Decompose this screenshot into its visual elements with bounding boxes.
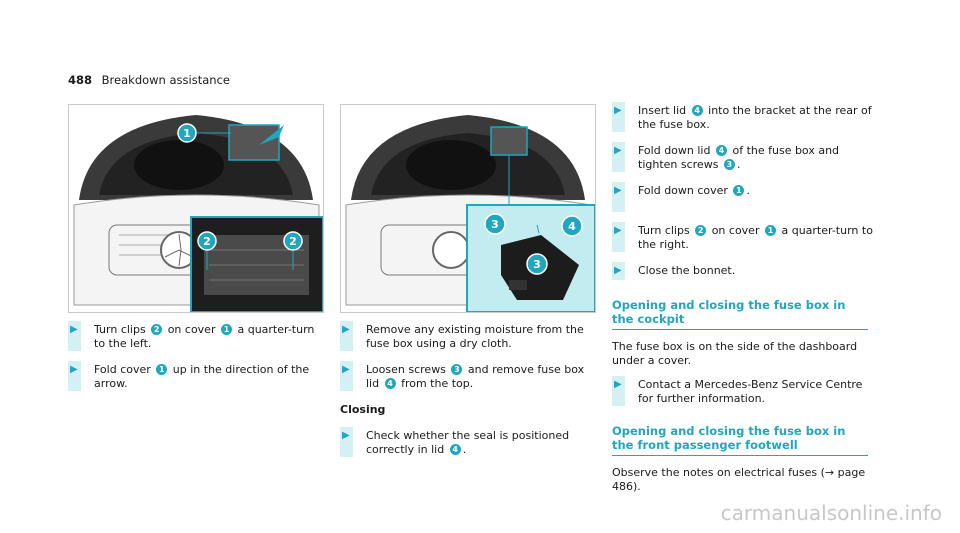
arrow-right-icon: ▶	[70, 324, 78, 335]
step-text: into the bracket at the rear of the fuse…	[638, 104, 872, 131]
step-bar	[340, 427, 353, 457]
step-bar	[68, 361, 81, 391]
section-name: Breakdown assistance	[101, 73, 230, 87]
step-bar	[612, 102, 625, 132]
step-text: Loosen screws	[366, 363, 450, 376]
step-text: Fold down cover	[638, 184, 732, 197]
step-text: .	[746, 184, 750, 197]
step-text: of the fuse box and tighten screws	[638, 144, 840, 171]
callout-3-top: 3	[484, 213, 506, 235]
step-text: Fold cover	[94, 363, 155, 376]
callout-2-left: 2	[197, 231, 217, 251]
column-3: ▶ Insert lid 4 into the bracket at the r…	[612, 102, 874, 504]
step-bar	[340, 321, 353, 351]
callout-3-bottom-label: 3	[533, 258, 541, 271]
section-text-footwell: Observe the notes on electrical fuses (→…	[612, 466, 866, 493]
figure-engine-bay-cover: 1 2 2	[68, 104, 324, 313]
step-text: and remove fuse box lid	[366, 363, 585, 390]
step-text: a quarter-turn to the right.	[638, 224, 873, 251]
arrow-right-icon: ▶	[342, 364, 350, 375]
closing-heading: Closing	[340, 403, 386, 416]
step-text: Fold down lid	[638, 144, 714, 157]
step-text: Remove any existing moisture from the fu…	[366, 323, 584, 350]
arrow-right-icon: ▶	[614, 379, 622, 390]
callout-1: 1	[177, 123, 197, 143]
callout-ref: 3	[451, 364, 463, 375]
callout-ref: 2	[151, 324, 163, 335]
callout-ref: 3	[723, 159, 735, 170]
step: ▶ Insert lid 4 into the bracket at the r…	[612, 102, 874, 132]
callout-4: 4	[561, 215, 583, 237]
callout-ref: 1	[156, 364, 168, 375]
callout-3-bottom: 3	[526, 253, 548, 275]
callout-ref: 2	[695, 225, 707, 236]
step-text: .	[462, 443, 467, 456]
callout-4-label: 4	[568, 220, 576, 233]
page-header: 488 Breakdown assistance	[68, 73, 230, 87]
step: ▶ Remove any existing moisture from the …	[340, 321, 594, 351]
step-bar	[340, 361, 353, 391]
step-bar	[612, 142, 625, 172]
step: ▶ Fold cover 1 up in the direction of th…	[68, 361, 322, 391]
step-text: Turn clips	[638, 224, 694, 237]
callout-ref: 4	[715, 145, 727, 156]
callout-1-label: 1	[183, 127, 191, 140]
page-number: 488	[68, 73, 93, 87]
arrow-right-icon: ▶	[614, 185, 622, 196]
arrow-right-icon: ▶	[614, 145, 622, 156]
callout-2-left-label: 2	[203, 235, 211, 248]
callout-ref: 4	[691, 105, 703, 116]
step-bar	[68, 321, 81, 351]
callout-ref: 1	[733, 185, 745, 196]
step-bar	[612, 376, 625, 406]
arrow-right-icon: ▶	[70, 364, 78, 375]
step-text: Insert lid	[638, 104, 690, 117]
step-text: from the top.	[397, 377, 474, 390]
step: ▶ Contact a Mercedes-Benz Service Centre…	[612, 376, 874, 406]
callout-2-right-label: 2	[289, 235, 297, 248]
step: ▶ Check whether the seal is positioned c…	[340, 427, 594, 457]
step-text: a quarter-turn to the left.	[94, 323, 315, 350]
step: ▶ Close the bonnet.	[612, 262, 874, 280]
column-2: ▶ Remove any existing moisture from the …	[340, 321, 594, 469]
step: ▶ Fold down cover 1.	[612, 182, 874, 212]
step: ▶ Turn clips 2 on cover 1 a quarter-turn…	[68, 321, 322, 351]
section-text-cockpit: The fuse box is on the side of the dashb…	[612, 340, 858, 367]
arrow-right-icon: ▶	[614, 225, 622, 236]
callout-ref: 4	[449, 444, 461, 455]
section-title-cockpit: Opening and closing the fuse box in the …	[612, 298, 868, 330]
step-text: Check whether the seal is positioned cor…	[366, 429, 570, 456]
callout-ref: 1	[220, 324, 232, 335]
arrow-right-icon: ▶	[614, 265, 622, 276]
step-bar	[612, 262, 625, 280]
callout-ref: 1	[764, 225, 776, 236]
step-text: .	[736, 158, 741, 171]
step-text: Turn clips	[94, 323, 150, 336]
step: ▶ Fold down lid 4 of the fuse box and ti…	[612, 142, 874, 172]
arrow-right-icon: ▶	[342, 324, 350, 335]
step-text: up in the direction of the arrow.	[94, 363, 310, 390]
step: ▶ Loosen screws 3 and remove fuse box li…	[340, 361, 594, 391]
step-bar	[612, 182, 625, 212]
watermark: carmanualsonline.info	[720, 501, 942, 525]
step-text: on cover	[708, 224, 763, 237]
figure-fuse-box: 3 4 3	[340, 104, 596, 313]
callout-ref: 4	[384, 378, 396, 389]
arrow-right-icon: ▶	[614, 105, 622, 116]
step: ▶ Turn clips 2 on cover 1 a quarter-turn…	[612, 222, 874, 252]
step-text: Contact a Mercedes-Benz Service Centre f…	[638, 378, 863, 405]
step-text: on cover	[164, 323, 219, 336]
callout-3-top-label: 3	[491, 218, 499, 231]
section-title-footwell: Opening and closing the fuse box in the …	[612, 424, 868, 456]
step-bar	[612, 222, 625, 252]
column-1: ▶ Turn clips 2 on cover 1 a quarter-turn…	[68, 321, 322, 403]
callout-2-right: 2	[283, 231, 303, 251]
step-text: Close the bonnet.	[638, 264, 736, 277]
arrow-right-icon: ▶	[342, 430, 350, 441]
